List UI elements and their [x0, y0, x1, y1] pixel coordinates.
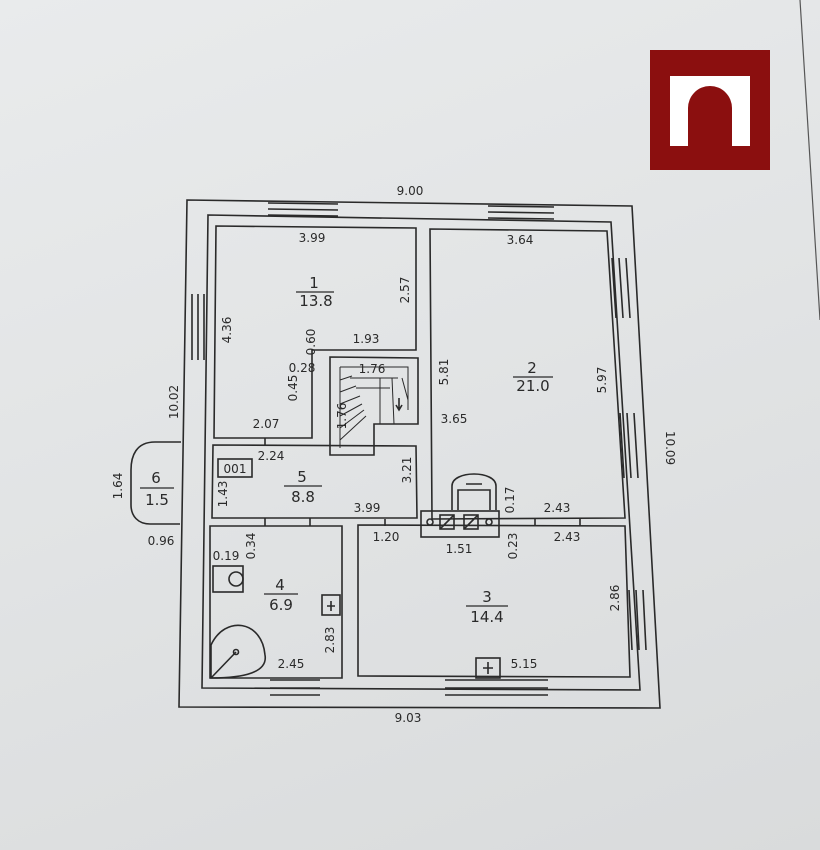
outlet-icon-room4 — [321, 594, 341, 616]
room-2-outline — [429, 228, 626, 520]
dim-r4-034: 0.34 — [244, 533, 258, 560]
arch-logo-icon — [650, 50, 770, 170]
room-4-outline — [209, 525, 343, 679]
room-4-area: 6.9 — [269, 596, 293, 614]
dim-r2-top: 3.64 — [507, 233, 534, 247]
dim-r1-step-h: 0.60 — [304, 329, 318, 356]
window-left-1 — [191, 294, 205, 360]
dim-r1-028: 0.28 — [289, 361, 316, 375]
stair-outline — [329, 356, 419, 456]
door-room4 — [264, 518, 311, 526]
meter-box — [217, 458, 253, 478]
room-2-area: 21.0 — [516, 377, 549, 395]
dim-r3-120: 1.20 — [373, 530, 400, 544]
dim-overall-bottom: 9.03 — [395, 711, 422, 725]
dim-r1-bottom: 2.07 — [253, 417, 280, 431]
sheet-edge-line — [799, 0, 820, 321]
room-5-number: 5 — [297, 468, 307, 486]
inner-wall-outline — [201, 214, 641, 691]
outlet-cross-room3 — [483, 662, 493, 674]
window-right-1 — [611, 257, 631, 319]
logo-arch — [670, 76, 750, 146]
room-6-area: 1.5 — [145, 491, 169, 509]
room-4-number: 4 — [275, 576, 285, 594]
toilet-icon — [212, 565, 244, 593]
dim-r2-017: 0.17 — [503, 487, 517, 514]
room-6-number: 6 — [151, 469, 161, 487]
stove-dot-1 — [426, 518, 434, 526]
dim-r3-023: 0.23 — [506, 533, 520, 560]
outer-wall-outline — [178, 199, 661, 709]
room-1-outline — [213, 225, 417, 439]
window-right-2 — [619, 412, 639, 479]
dim-r3-151: 1.51 — [446, 542, 473, 556]
dim-r1-left: 4.36 — [220, 317, 234, 344]
meter-label: 001 — [224, 462, 247, 476]
room-1-area: 13.8 — [299, 292, 332, 310]
dim-r2-right: 5.97 — [595, 367, 609, 394]
dim-r1-step-w: 1.93 — [353, 332, 380, 346]
window-top-1 — [267, 202, 339, 217]
room-6-outline — [130, 441, 181, 525]
dim-r4-bottom: 2.45 — [278, 657, 305, 671]
dim-r3-bottom: 5.15 — [511, 657, 538, 671]
shower-icon — [210, 624, 266, 679]
fireplace-icon — [451, 473, 497, 510]
window-bottom-2 — [445, 679, 548, 696]
dim-r1-045: 0.45 — [286, 375, 300, 402]
dim-r3-right: 2.86 — [608, 585, 622, 612]
stove-diagonals — [439, 514, 479, 530]
stove-block — [420, 510, 500, 538]
dim-r2-inner: 3.65 — [441, 412, 468, 426]
room-3-number: 3 — [482, 588, 492, 606]
dim-r5-top: 2.24 — [258, 449, 285, 463]
dim-r5-right: 3.21 — [400, 457, 414, 484]
dim-r2-left: 5.81 — [437, 359, 451, 386]
dim-r4-019: 0.19 — [213, 549, 240, 563]
dim-r5-bottom: 3.99 — [354, 501, 381, 515]
door-room2 — [534, 518, 581, 526]
stair-arrow — [395, 398, 403, 412]
dim-r1-top: 3.99 — [299, 231, 326, 245]
window-bottom-1 — [270, 679, 320, 696]
window-right-3 — [628, 589, 647, 651]
window-top-2 — [487, 205, 555, 220]
dim-r6-bottom: 0.96 — [148, 534, 175, 548]
dim-r3-top: 2.43 — [554, 530, 581, 544]
room-3-area: 14.4 — [470, 608, 503, 626]
shower-drain — [232, 648, 240, 656]
room-3-outline — [357, 524, 631, 678]
stove-dot-2 — [485, 518, 493, 526]
room-1-number: 1 — [309, 274, 319, 292]
dim-r5-left: 1.43 — [216, 481, 230, 508]
outlet-icon-room3 — [475, 657, 501, 679]
room-2-number: 2 — [527, 359, 537, 377]
dim-r4-right: 2.83 — [323, 627, 337, 654]
stair-steps — [339, 366, 409, 448]
stove-cell-1 — [439, 514, 455, 530]
dim-stair-h: 1.76 — [335, 403, 349, 430]
dim-stair-w: 1.76 — [359, 362, 386, 376]
outlet-cross-room4 — [327, 601, 335, 611]
dim-overall-left: 10.02 — [167, 385, 181, 419]
dim-overall-right: 10.09 — [663, 431, 677, 465]
dim-overall-top: 9.00 — [397, 184, 424, 198]
room-5-area: 8.8 — [291, 488, 315, 506]
toilet-bowl — [228, 571, 244, 587]
dim-r6-left: 1.64 — [111, 473, 125, 500]
dim-r2-bottom: 2.43 — [544, 501, 571, 515]
dim-r1-right: 2.57 — [398, 277, 412, 304]
room-5-outline — [211, 444, 418, 519]
stove-cell-2 — [463, 514, 479, 530]
